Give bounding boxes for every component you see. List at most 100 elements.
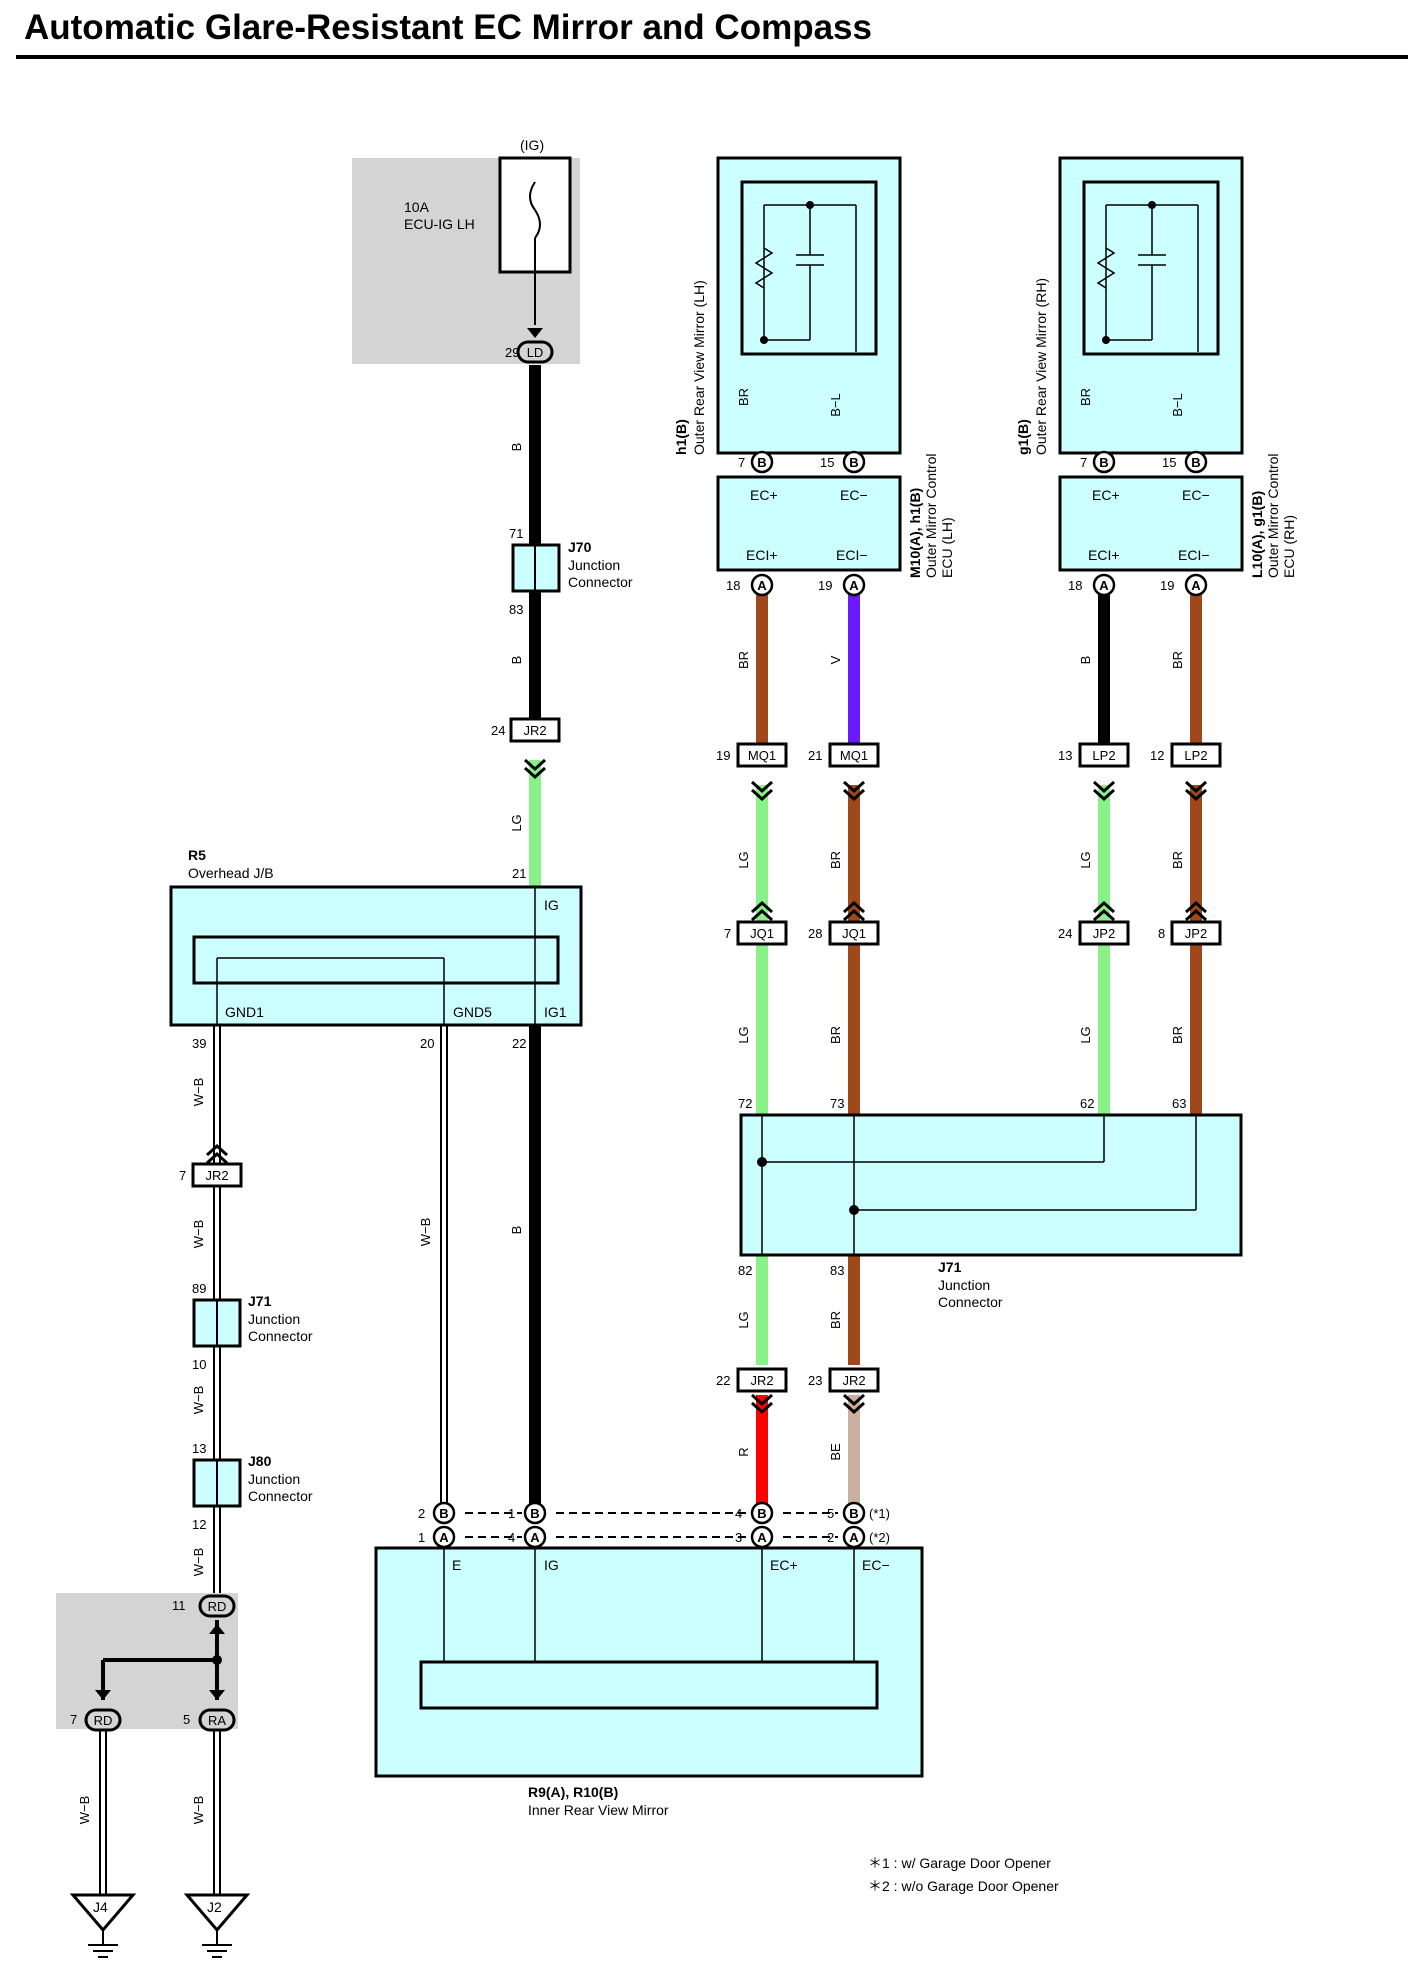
pin-number: 19	[716, 748, 730, 763]
note-1: ＊1 : w/ Garage Door Opener	[868, 1855, 1051, 1871]
wire-code-lg: LG	[1078, 1026, 1093, 1043]
pin-number: 18	[726, 578, 740, 593]
pin-number: 29	[505, 345, 519, 360]
wire-code-b: B	[1078, 656, 1093, 665]
pin-number: 13	[1058, 748, 1072, 763]
svg-text:MQ1: MQ1	[748, 748, 776, 763]
pin-number: 24	[491, 723, 505, 738]
wire-code-be: BE	[828, 1443, 843, 1461]
j71b-pin-73: 73	[830, 1096, 844, 1111]
inner-mirror-ig: IG	[544, 1557, 559, 1573]
r5-inner	[192, 935, 560, 985]
arrow-up-jr2-23	[842, 1393, 866, 1415]
pin-number: 21	[808, 748, 822, 763]
pin-number: 19	[818, 578, 832, 593]
wire-code-br: BR	[828, 851, 843, 869]
svg-text:JR2: JR2	[523, 723, 546, 738]
pin-circle-b5: B	[842, 1501, 866, 1525]
conn-mq1-19: MQ1	[736, 742, 788, 768]
svg-text:A: A	[530, 1530, 540, 1545]
inner-mirror-inner	[419, 1660, 879, 1710]
fuse-name: ECU-IG LH	[404, 216, 475, 232]
arrow-down-jp2-24	[1092, 900, 1116, 922]
j71b-code: J71	[938, 1259, 962, 1275]
conn-jq1-7: JQ1	[736, 920, 788, 946]
inner-mirror-name: Inner Rear View Mirror	[528, 1802, 669, 1818]
svg-text:JQ1: JQ1	[750, 926, 774, 941]
wire-code-wb: W−B	[191, 1220, 206, 1249]
pin-circle-rh-7: B	[1092, 450, 1116, 474]
svg-text:LP2: LP2	[1092, 748, 1115, 763]
pin-number: 18	[1068, 578, 1082, 593]
arrow-up-jr2-22	[750, 1393, 774, 1415]
pin-b1: 1	[508, 1506, 515, 1521]
pin-number: 7	[1080, 455, 1087, 470]
lh-mirror-name: Outer Rear View Mirror (LH)	[691, 280, 707, 455]
fuse-icon	[529, 181, 541, 239]
r5-ig: IG	[544, 897, 559, 913]
svg-text:RD: RD	[208, 1599, 227, 1614]
j71a-pin-89: 89	[192, 1281, 206, 1296]
pin-b2: 2	[418, 1506, 425, 1521]
pin-circle-lh-19: A	[842, 573, 866, 597]
wire-code-wb: W−B	[77, 1796, 92, 1825]
wire-code-wb: W−B	[191, 1548, 206, 1577]
conn-ra: RA	[198, 1708, 236, 1732]
page-title: Automatic Glare-Resistant EC Mirror and …	[24, 8, 872, 47]
wire-code-r: R	[736, 1447, 751, 1456]
svg-text:B: B	[849, 455, 858, 470]
r5-pin-20: 20	[420, 1036, 434, 1051]
lh-ecu-ec-minus: EC−	[840, 487, 868, 503]
pin-circle-lh-18: A	[750, 573, 774, 597]
j71a-code: J71	[248, 1293, 272, 1309]
pin-circle-a2: A	[842, 1525, 866, 1549]
lh-mirror-circuit	[754, 201, 857, 352]
pin-a1: 1	[418, 1530, 425, 1545]
lh-ecu-ec-plus: EC+	[750, 487, 778, 503]
svg-text:A: A	[757, 1530, 767, 1545]
ground-j4-label: J4	[93, 1899, 108, 1915]
r5-pin-22: 22	[512, 1036, 526, 1051]
pin-number: 15	[1162, 455, 1176, 470]
j71b-pin-83: 83	[830, 1263, 844, 1278]
r5-gnd1: GND1	[225, 1004, 264, 1020]
j71a-pin-10: 10	[192, 1357, 206, 1372]
pin-number: 15	[820, 455, 834, 470]
pin-circle-rh-18: A	[1092, 573, 1116, 597]
ground-j2-label: J2	[207, 1899, 222, 1915]
inner-mirror-e: E	[452, 1557, 461, 1573]
j80-code: J80	[248, 1453, 272, 1469]
fuse-ig-label: (IG)	[520, 137, 544, 153]
pin-circle-lh-15: B	[842, 450, 866, 474]
wire-code-lg: LG	[736, 1311, 751, 1328]
rh-ecu-ec-plus: EC+	[1092, 487, 1120, 503]
pin-number: 19	[1160, 578, 1174, 593]
lh-ecu-box	[716, 475, 902, 572]
pin-circle-b1: B	[523, 1501, 547, 1525]
pin-number: 28	[808, 926, 822, 941]
j70-code: J70	[568, 539, 592, 555]
svg-text:JR2: JR2	[205, 1168, 228, 1183]
wire-code-b: B	[509, 443, 524, 452]
j80-pin-13: 13	[192, 1441, 206, 1456]
j71b-pin-63: 63	[1172, 1096, 1186, 1111]
svg-text:B: B	[757, 1506, 766, 1521]
pin-circle-lh-7: B	[750, 450, 774, 474]
arrow-down-ra	[209, 1690, 225, 1700]
rh-mirror-code: g1(B)	[1015, 419, 1031, 455]
svg-text:B: B	[849, 1506, 858, 1521]
j80-pin-12: 12	[192, 1517, 206, 1532]
wire-code-lg: LG	[736, 851, 751, 868]
wire-code-br: BR	[736, 651, 751, 669]
wire-code-b: B	[509, 1226, 524, 1235]
j80-l1: Junction	[248, 1471, 300, 1487]
j71b-pin-62: 62	[1080, 1096, 1094, 1111]
lh-mirror-inner	[740, 180, 878, 356]
rh-ecu-name1: Outer Mirror Control	[1265, 454, 1281, 578]
inner-mirror-ec-minus: EC−	[862, 1557, 890, 1573]
arrow-down-rd	[95, 1690, 111, 1700]
wire-code-lg: LG	[509, 814, 524, 831]
connector-arrows	[95, 328, 1208, 1700]
lh-ecu-code: M10(A), h1(B)	[907, 488, 923, 578]
